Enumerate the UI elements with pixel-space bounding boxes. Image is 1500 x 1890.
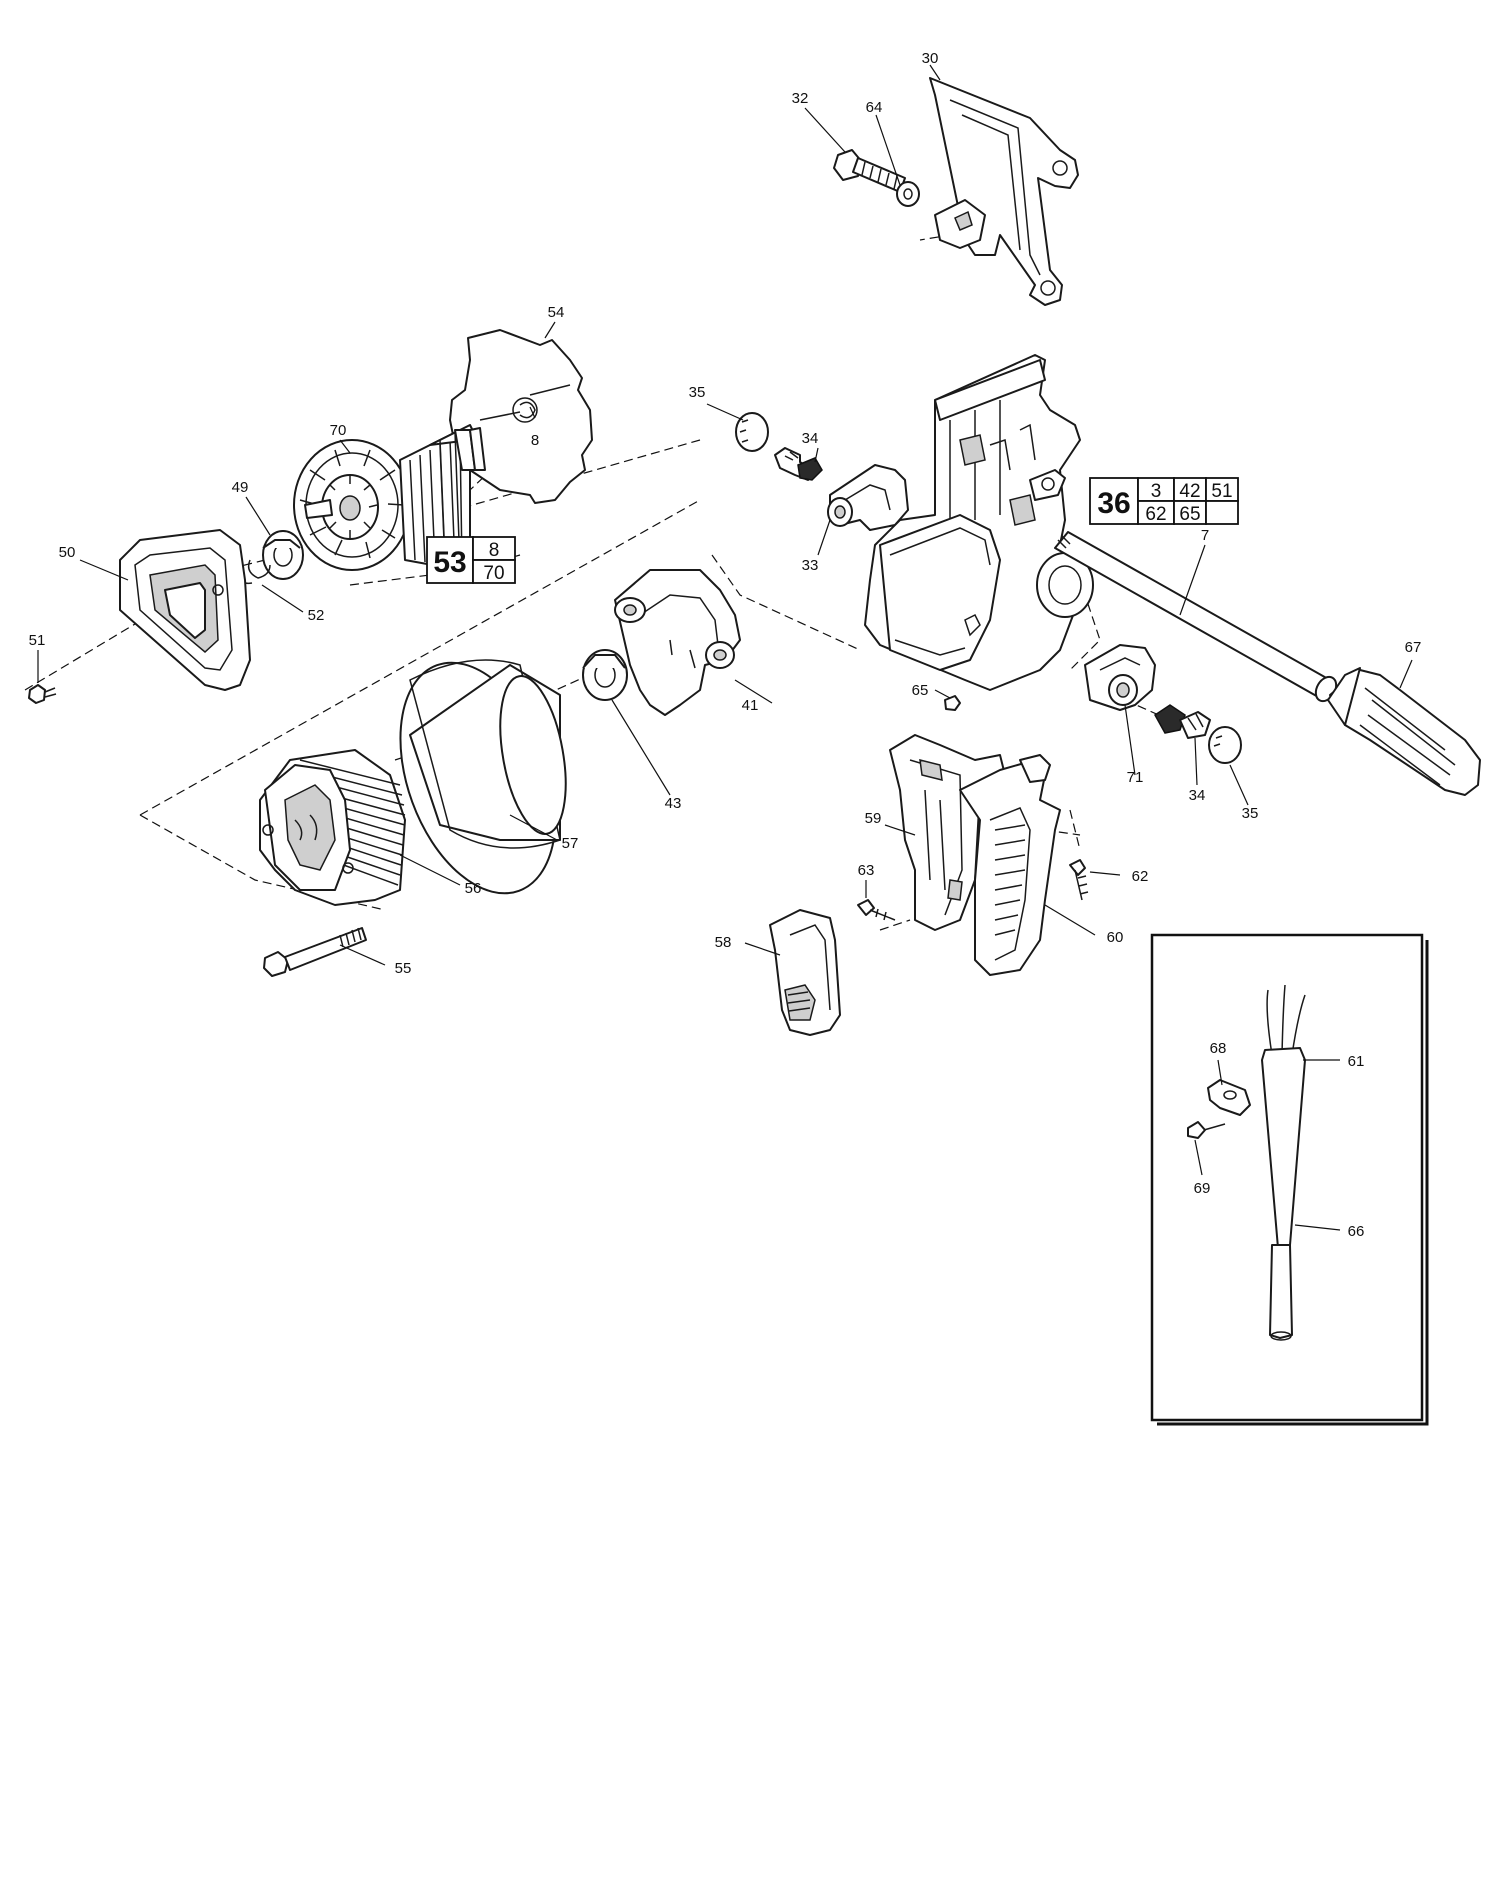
label-66: 66	[1348, 1223, 1365, 1240]
part-58-switch	[769, 909, 841, 1036]
label-41: 41	[742, 697, 759, 714]
part-67-grip-handle	[1327, 667, 1481, 796]
label-59: 59	[865, 810, 882, 827]
part-35-brush-cap-top	[735, 412, 769, 452]
label-67: 67	[1405, 639, 1422, 656]
label-51: 51	[29, 632, 46, 649]
label-7: 7	[1201, 527, 1209, 544]
label-8: 8	[531, 432, 539, 449]
kit-36-top-2: 42	[1179, 481, 1200, 502]
part-51-screw	[28, 684, 57, 704]
kit-36-bottom-2: 65	[1179, 504, 1200, 525]
leader-lines	[37, 64, 1413, 1231]
kit-53-bottom: 70	[483, 563, 504, 584]
part-41-brush-ring	[614, 569, 741, 716]
label-70: 70	[330, 422, 347, 439]
kit-36-top-1: 3	[1151, 481, 1162, 502]
label-69: 69	[1194, 1180, 1211, 1197]
kit-53-number: 53	[433, 546, 466, 579]
kit-53-top: 8	[489, 540, 500, 561]
label-58: 58	[715, 934, 732, 951]
part-54-baffle-plate	[449, 329, 593, 504]
label-35-top: 35	[689, 384, 706, 401]
part-30-bail-handle	[929, 77, 1079, 306]
kit-36-number: 36	[1097, 487, 1130, 520]
part-60-handle-grip	[959, 754, 1061, 976]
label-63: 63	[858, 862, 875, 879]
label-64: 64	[866, 99, 883, 116]
label-50: 50	[59, 544, 76, 561]
label-60: 60	[1107, 929, 1124, 946]
kit-36-bottom-1: 62	[1145, 504, 1166, 525]
part-32-bolt	[833, 149, 906, 193]
label-61: 61	[1348, 1053, 1365, 1070]
label-52: 52	[308, 607, 325, 624]
part-71-brush-holder	[1084, 644, 1156, 711]
part-35-brush-cap-bottom	[1208, 726, 1242, 764]
part-36-motor-housing	[864, 354, 1094, 691]
part-55-long-screw	[263, 927, 367, 977]
label-55: 55	[395, 960, 412, 977]
label-54: 54	[548, 304, 565, 321]
part-62-screw	[1069, 859, 1089, 901]
part-50-end-cap	[119, 529, 251, 691]
kit-box-36: 36 3 42 51 62 65	[1089, 477, 1239, 525]
label-68: 68	[1210, 1040, 1227, 1057]
part-34-carbon-brush-top	[774, 447, 823, 481]
part-63-screw	[857, 899, 896, 921]
label-57: 57	[562, 835, 579, 852]
label-34-top: 34	[802, 430, 819, 447]
part-43-bearing	[582, 649, 628, 701]
label-30: 30	[922, 50, 939, 67]
part-33-brush-holder	[827, 464, 909, 531]
kit-box-53: 53 8 70	[426, 536, 516, 584]
label-71: 71	[1127, 769, 1144, 786]
label-49: 49	[232, 479, 249, 496]
part-labels: 30 32 64 54 35 34 70 8 49 50 52 51 33 7 …	[29, 50, 1422, 1240]
label-62: 62	[1132, 868, 1149, 885]
part-34-carbon-brush-bottom	[1154, 704, 1211, 739]
part-49-bearing	[262, 530, 304, 580]
label-35-bottom: 35	[1242, 805, 1259, 822]
part-56-field-coil	[259, 749, 406, 906]
part-69-screw	[1187, 1121, 1226, 1139]
part-57-frame-sleeve	[399, 659, 567, 895]
kit-36-top-3: 51	[1211, 481, 1232, 502]
part-64-washer	[896, 181, 920, 207]
label-56: 56	[465, 880, 482, 897]
label-33: 33	[802, 557, 819, 574]
label-43: 43	[665, 795, 682, 812]
label-32: 32	[792, 90, 809, 107]
label-34-bottom: 34	[1189, 787, 1206, 804]
part-68-cord-clamp	[1207, 1079, 1251, 1116]
part-70-armature	[293, 424, 486, 571]
label-65: 65	[912, 682, 929, 699]
part-65-screw	[944, 695, 961, 711]
part-61-66-cord-sleeve	[1261, 984, 1306, 1341]
